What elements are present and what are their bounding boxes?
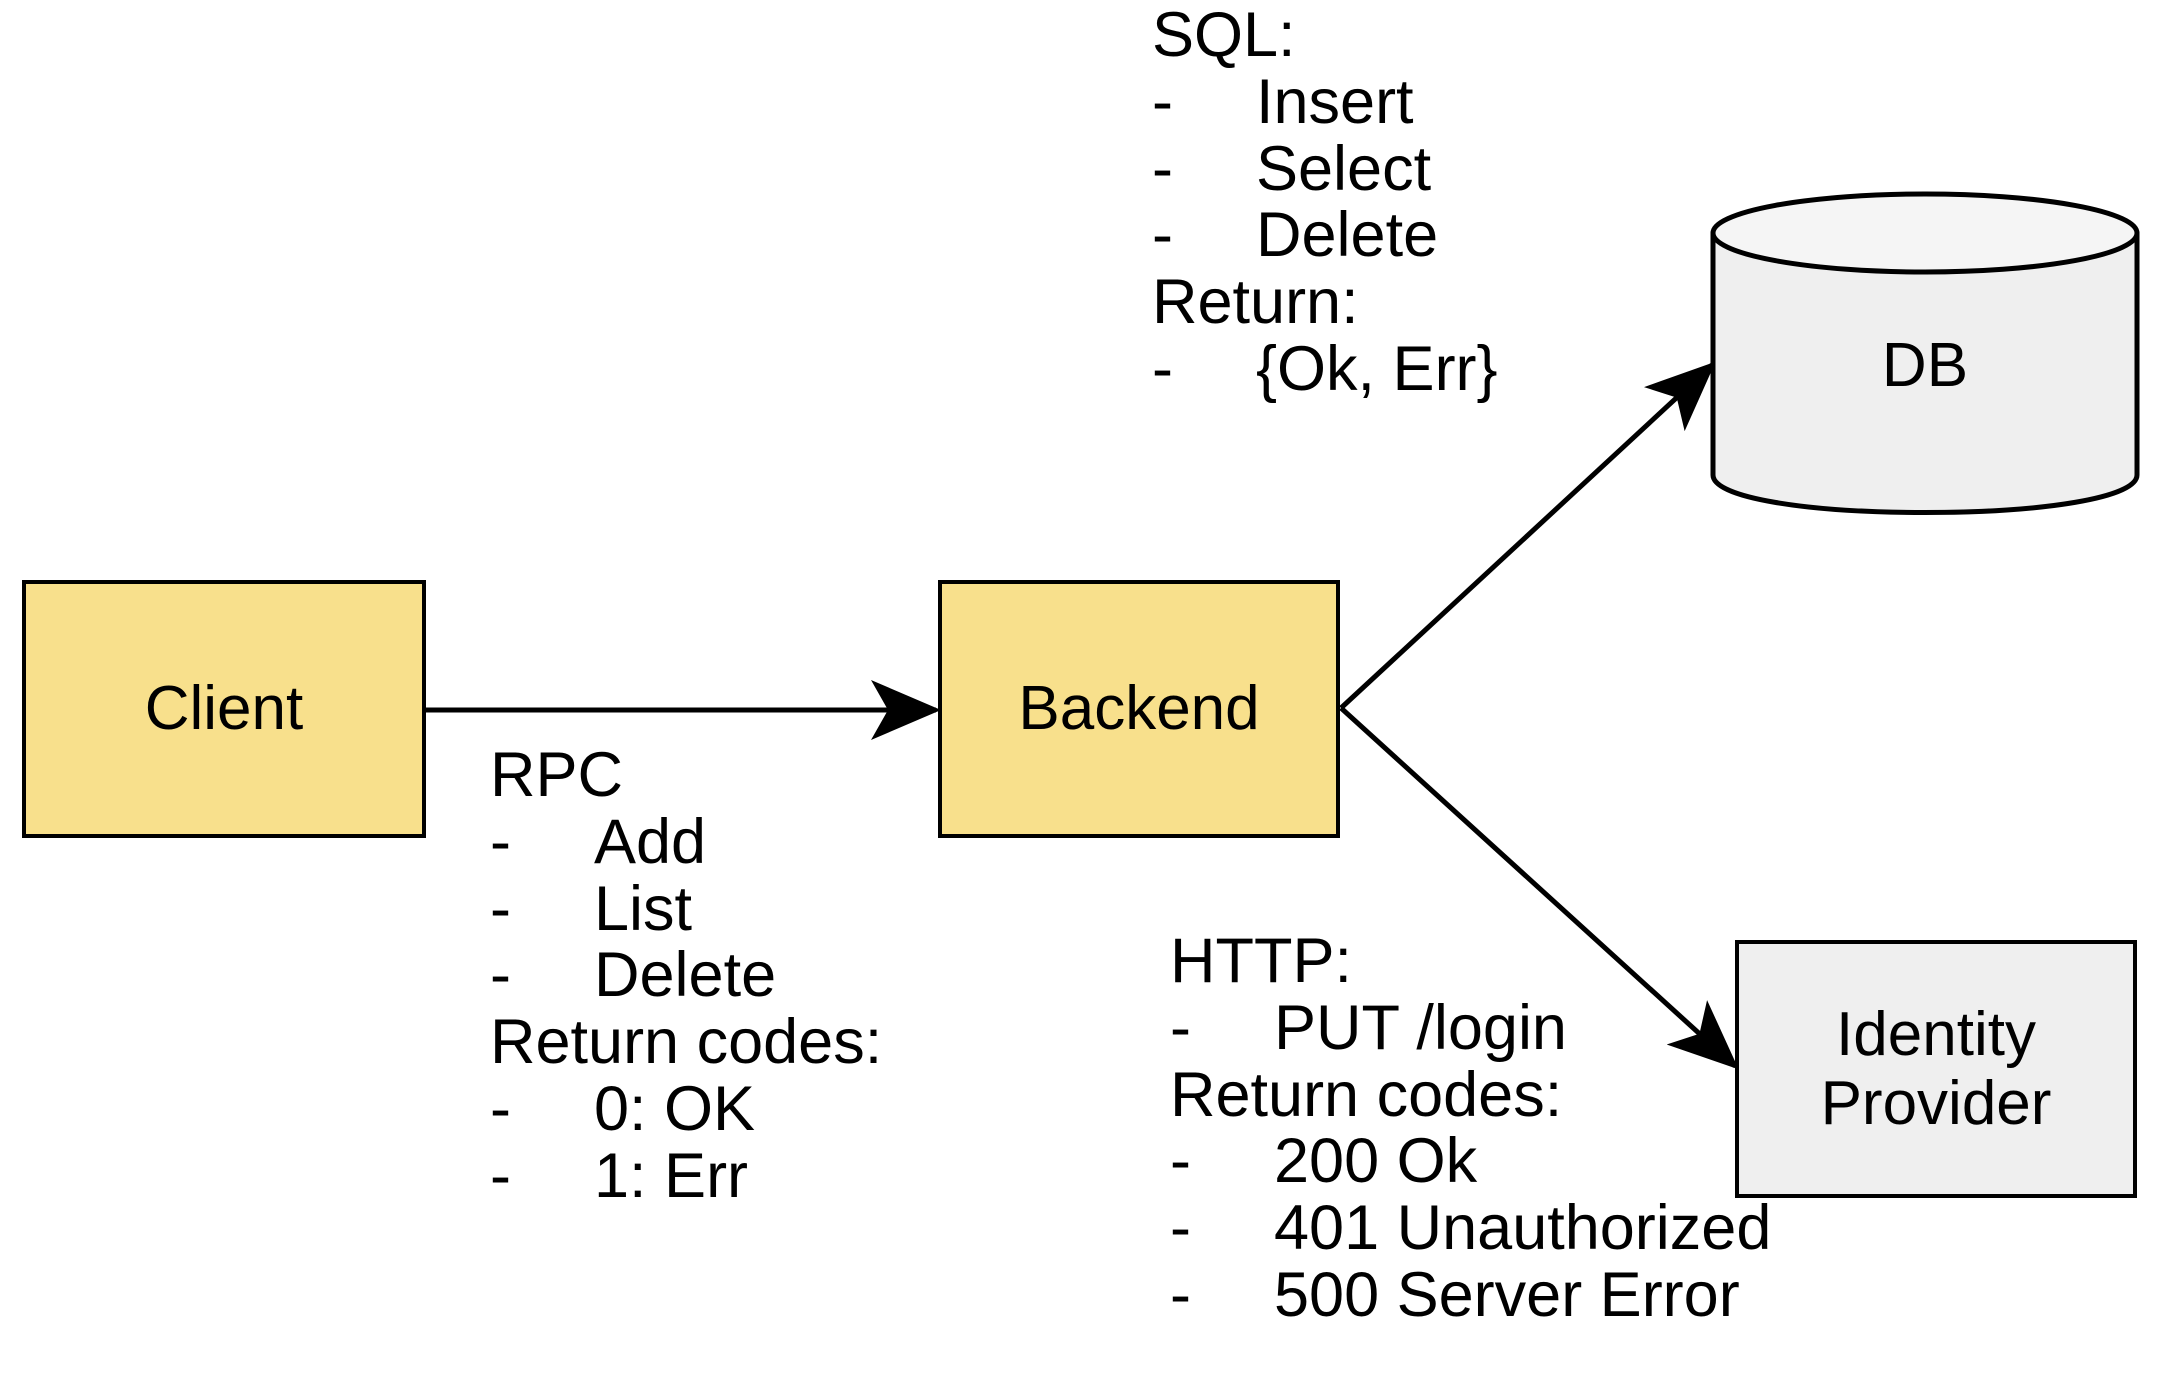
node-client[interactable]: Client bbox=[22, 580, 426, 838]
node-identity-provider-label: Identity Provider bbox=[1820, 999, 2052, 1138]
annotation-rpc: RPC - Add - List - Delete Return codes: - 0:… bbox=[490, 742, 882, 1209]
dash-marker: - bbox=[490, 1073, 511, 1144]
dash-marker: - bbox=[490, 873, 511, 944]
annotation-rpc-heading: RPC bbox=[490, 740, 624, 810]
annotation-sql-item-text: Delete bbox=[1256, 200, 1439, 271]
dash-marker: - bbox=[1170, 992, 1191, 1063]
annotation-rpc-item-text: Add bbox=[594, 806, 707, 877]
annotation-rpc-subitem-text: 1: Err bbox=[594, 1140, 749, 1211]
annotation-http-subitem: - 500 Server Error bbox=[1170, 1259, 1771, 1330]
annotation-rpc-item-text: List bbox=[594, 873, 693, 944]
annotation-rpc-subitem: - 1: Err bbox=[490, 1140, 882, 1211]
annotation-sql-item: - Delete bbox=[1152, 202, 1498, 269]
annotation-http-item: - PUT /login bbox=[1170, 992, 1771, 1063]
dash-marker: - bbox=[490, 940, 511, 1011]
annotation-http-item-text: PUT /login bbox=[1274, 992, 1567, 1063]
edge-backend-to-db bbox=[1339, 361, 1716, 710]
node-client-label: Client bbox=[144, 674, 304, 744]
annotation-sql-item-text: Insert bbox=[1256, 66, 1414, 137]
annotation-sql-item: - Insert bbox=[1152, 66, 1498, 137]
annotation-http-heading: HTTP: bbox=[1170, 926, 1352, 996]
annotation-sql-item-text: Select bbox=[1256, 133, 1432, 204]
dash-marker: - bbox=[1152, 66, 1173, 137]
annotation-http-subitem-text: 500 Server Error bbox=[1274, 1259, 1740, 1330]
annotation-http-subitem: - 401 Unauthorized bbox=[1170, 1195, 1771, 1262]
annotation-sql-subitem: - {Ok, Err} bbox=[1152, 333, 1498, 404]
annotation-rpc-subheading: Return codes: bbox=[490, 1007, 883, 1078]
dash-marker: - bbox=[1170, 1193, 1191, 1264]
annotation-sql-subheading: Return: bbox=[1152, 267, 1359, 338]
dash-marker: - bbox=[1152, 133, 1173, 204]
dash-marker: - bbox=[1170, 1126, 1191, 1197]
database-cylinder-icon bbox=[1710, 191, 2140, 515]
dash-marker: - bbox=[1152, 333, 1173, 404]
annotation-rpc-item: - Delete bbox=[490, 942, 882, 1009]
annotation-http-subitem: - 200 Ok bbox=[1170, 1128, 1771, 1195]
node-db-label: DB bbox=[1881, 330, 1969, 400]
annotation-rpc-subitem-text: 0: OK bbox=[594, 1073, 756, 1144]
dash-marker: - bbox=[490, 1140, 511, 1211]
annotation-http-subitem-text: 200 Ok bbox=[1274, 1126, 1478, 1197]
dash-marker: - bbox=[490, 806, 511, 877]
node-identity-provider[interactable]: Identity Provider bbox=[1735, 940, 2137, 1198]
annotation-sql-subitem-text: {Ok, Err} bbox=[1256, 333, 1498, 404]
annotation-rpc-item: - Add bbox=[490, 806, 882, 877]
annotation-http: HTTP: -PUT /login Return codes: -200 Ok … bbox=[1170, 928, 1771, 1329]
annotation-rpc-item-text: Delete bbox=[594, 940, 777, 1011]
node-backend-label: Backend bbox=[1018, 674, 1260, 744]
annotation-rpc-item: - List bbox=[490, 873, 882, 944]
annotation-http-subitem-text: 401 Unauthorized bbox=[1274, 1193, 1772, 1264]
annotation-sql: SQL: - Insert - Select - Delete Return: - {O… bbox=[1152, 2, 1498, 403]
node-db[interactable]: DB bbox=[1710, 191, 2140, 515]
annotation-sql-item: - Select bbox=[1152, 133, 1498, 204]
dash-marker: - bbox=[1152, 200, 1173, 271]
annotation-rpc-subitem: - 0: OK bbox=[490, 1073, 882, 1144]
dash-marker: - bbox=[1170, 1259, 1191, 1330]
annotation-http-subheading: Return codes: bbox=[1170, 1059, 1563, 1130]
node-db-label-wrap: DB bbox=[1710, 191, 2140, 515]
annotation-sql-heading: SQL: bbox=[1152, 0, 1296, 70]
node-backend[interactable]: Backend bbox=[938, 580, 1340, 838]
